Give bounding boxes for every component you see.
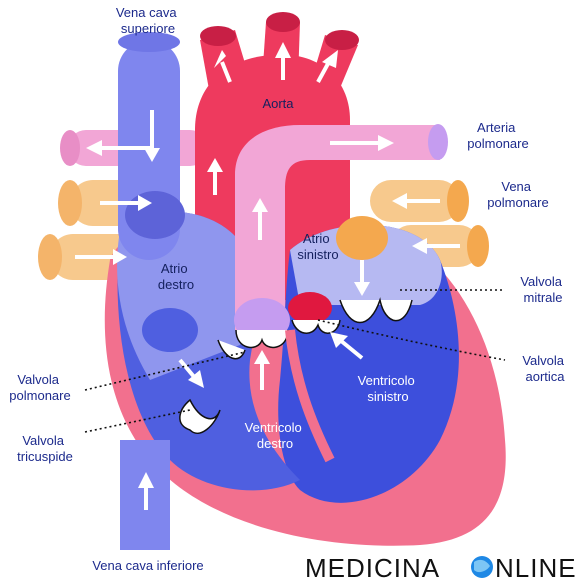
globe-land [474, 559, 490, 573]
pulmonary-vein-opening [336, 216, 388, 260]
label-ventricolo-destro: Ventricolo destro [245, 420, 306, 451]
label-arteria-polmonare: Arteria polmonare [467, 120, 528, 151]
pulmonary-valve-cusps [235, 329, 289, 349]
flow-arrows [75, 42, 460, 510]
pulmonary-artery-end [428, 124, 448, 160]
label-valvola-polmonare: Valvola polmonare [9, 372, 70, 403]
label-ventricolo-sinistro: Ventricolo sinistro [358, 373, 419, 404]
tricuspid-valve-upper [217, 339, 246, 360]
brand-right: NLINE [495, 553, 577, 583]
label-vena-cava-superiore: Vena cava superiore [116, 5, 180, 36]
septum [285, 329, 335, 463]
aortic-valve [288, 292, 332, 324]
mitral-valve [339, 297, 413, 324]
left-atrium [290, 224, 442, 305]
label-vena-cava-inferiore: Vena cava inferiore [92, 558, 203, 573]
brand-watermark: MEDICINA NLINE [305, 553, 577, 583]
aortic-valve-cusps [291, 319, 341, 334]
label-vena-polmonare: Vena polmonare [487, 179, 548, 210]
label-atrio-destro: Atrio destro [158, 261, 194, 292]
label-aorta: Aorta [262, 96, 294, 111]
label-valvola-aortica: Valvola aortica [522, 353, 567, 384]
label-atrio-sinistro: Atrio sinistro [297, 231, 338, 262]
label-valvola-tricuspide: Valvola tricuspide [17, 433, 73, 464]
aorta-branches [200, 12, 359, 100]
vena-cava-inferior-opening [142, 308, 198, 352]
leader-lines [84, 289, 506, 433]
brand-left: MEDICINA [305, 553, 440, 583]
tricuspid-valve [179, 398, 221, 434]
label-valvola-mitrale: Valvola mitrale [520, 274, 565, 305]
